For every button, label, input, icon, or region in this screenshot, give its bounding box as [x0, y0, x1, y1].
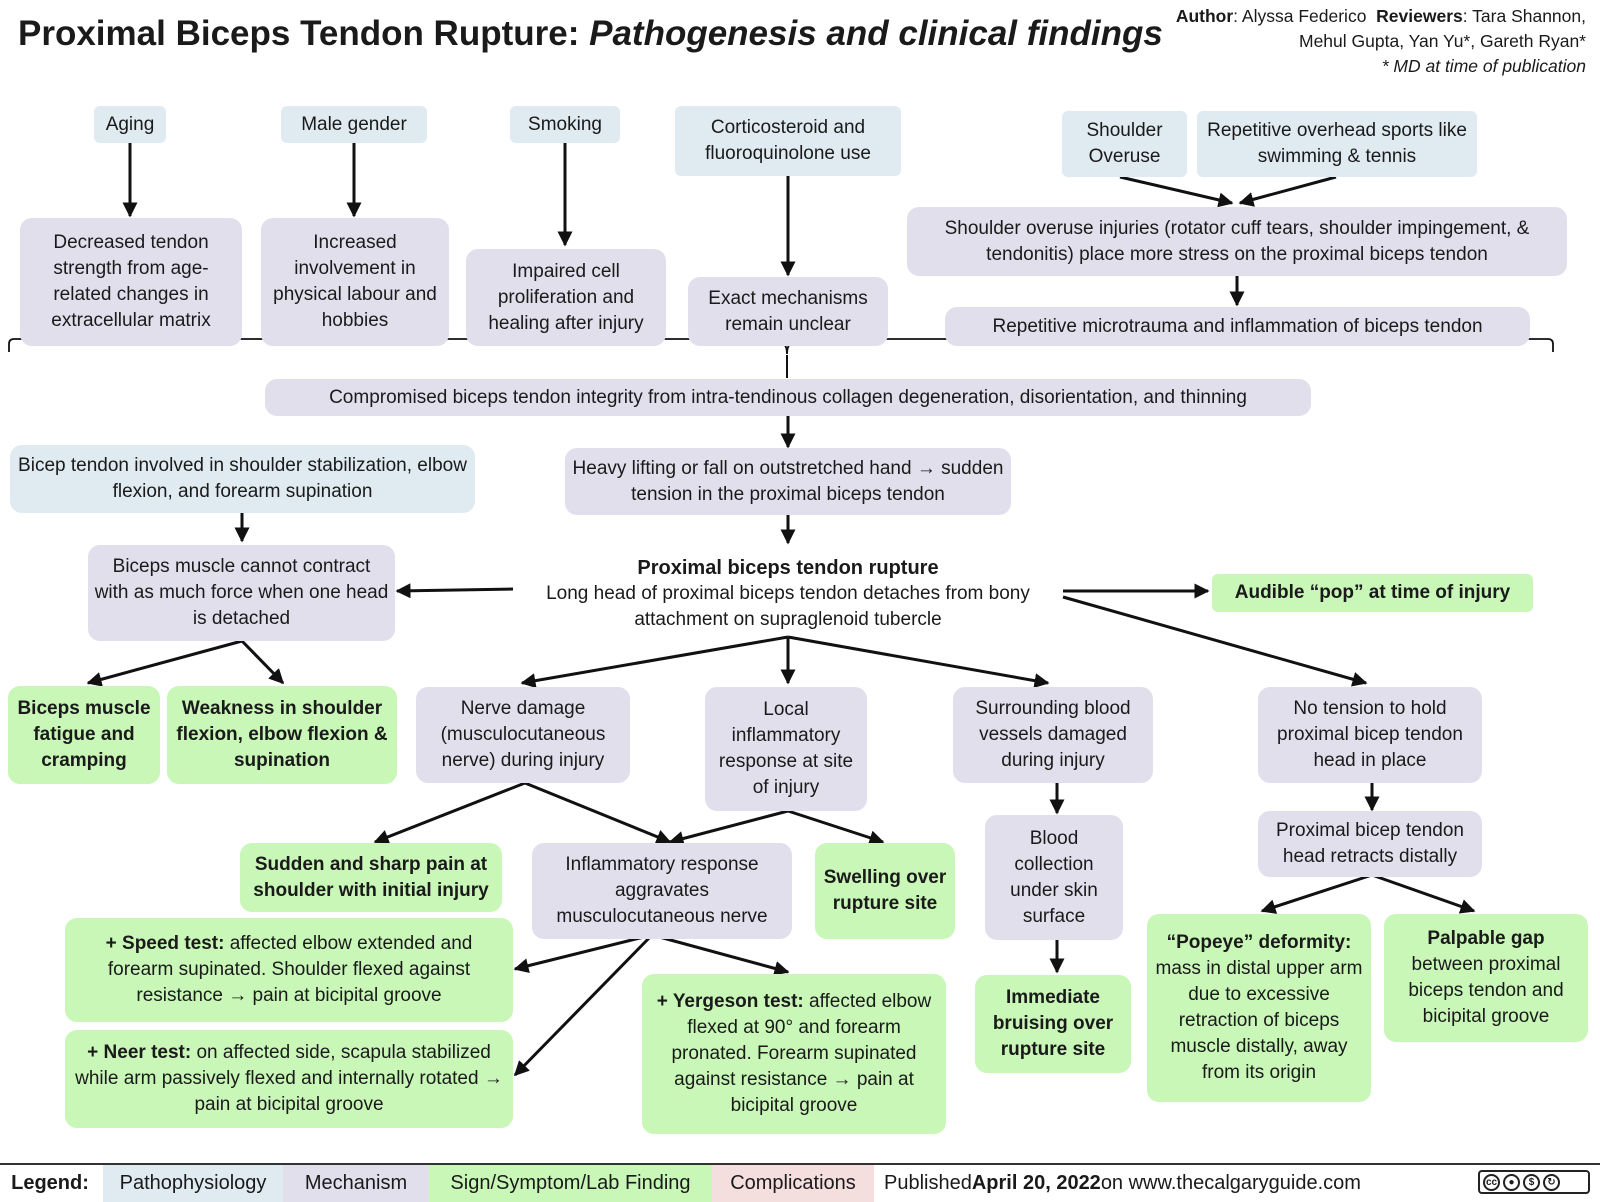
- yergeson-test-text: affected elbow flexed at 90° and forearm…: [671, 991, 932, 1116]
- arrow-overuse: [1119, 175, 1234, 208]
- audible-pop-box: Audible “pop” at time of injury: [1212, 574, 1533, 612]
- corticosteroid-box: Corticosteroid and fluoroquinolone use: [675, 106, 901, 176]
- yergeson-test-box: + Yergeson test: affected elbow flexed a…: [642, 974, 946, 1134]
- legend-mechanism: Mechanism: [283, 1165, 429, 1202]
- palpable-gap-box: Palpable gap between proximal biceps ten…: [1384, 914, 1588, 1042]
- increased-involvement-box: Increased involvement in physical labour…: [261, 218, 449, 346]
- overhead-sports-box: Repetitive overhead sports like swimming…: [1197, 111, 1477, 177]
- credits: Author: Alyssa Federico Reviewers: Tara …: [1176, 4, 1586, 79]
- no-tension-box: No tension to hold proximal bicep tendon…: [1258, 687, 1482, 783]
- arrow-contract-weakness: [240, 639, 285, 685]
- cc-nc-icon: $: [1523, 1173, 1540, 1191]
- arrow-local-aggravates: [668, 809, 789, 846]
- local-inflammatory-box: Local inflammatory response at site of i…: [705, 687, 867, 811]
- arrow-sports: [1238, 175, 1337, 207]
- published-line: Published April 20, 2022 on www.thecalga…: [884, 1165, 1374, 1202]
- exact-mechanisms-box: Exact mechanisms remain unclear: [688, 277, 888, 346]
- overuse-injuries-box: Shoulder overuse injuries (rotator cuff …: [907, 207, 1567, 276]
- neer-test-label: + Neer test:: [87, 1042, 192, 1063]
- bicep-function-box: Bicep tendon involved in shoulder stabil…: [10, 445, 475, 513]
- bruising-box: Immediate bruising over rupture site: [975, 975, 1131, 1073]
- arrow-retracts-popeye: [1260, 873, 1373, 914]
- shoulder-overuse-box: Shoulder Overuse: [1062, 111, 1187, 177]
- legend-sign: Sign/Symptom/Lab Finding: [429, 1165, 712, 1202]
- md-note: * MD at time of publication: [1381, 56, 1586, 76]
- published-prefix: Published: [884, 1172, 972, 1194]
- speed-test-label: + Speed test:: [105, 933, 225, 954]
- arrow-nerve-aggravates: [524, 781, 672, 844]
- speed-test-text: affected elbow extended and forearm supi…: [107, 933, 473, 1006]
- microtrauma-box: Repetitive microtrauma and inflammation …: [945, 307, 1530, 346]
- male-gender-box: Male gender: [281, 106, 427, 143]
- popeye-label: “Popeye” deformity:: [1166, 932, 1352, 953]
- popeye-deformity-box: “Popeye” deformity: mass in distal upper…: [1147, 914, 1371, 1102]
- yergeson-test-label: + Yergeson test:: [656, 991, 804, 1012]
- rupture-description: Long head of proximal biceps tendon deta…: [546, 583, 1030, 630]
- creative-commons-license-icon: cc ● $ ↻: [1478, 1170, 1590, 1194]
- blood-vessels-box: Surrounding blood vessels damaged during…: [953, 687, 1153, 783]
- heavy-lifting-box: Heavy lifting or fall on outstretched ha…: [565, 448, 1011, 515]
- impaired-cell-box: Impaired cell proliferation and healing …: [466, 249, 666, 346]
- neer-test-box: + Neer test: on affected side, scapula s…: [65, 1030, 513, 1128]
- arrow-nerve-pain: [373, 781, 526, 845]
- arrow-aggravates-speed: [513, 933, 653, 974]
- cannot-contract-box: Biceps muscle cannot contract with as mu…: [88, 545, 395, 641]
- published-suffix: on www.thecalgaryguide.com: [1100, 1172, 1361, 1194]
- rupture-node: Proximal biceps tendon rupture Long head…: [513, 550, 1063, 638]
- cc-by-icon: ●: [1503, 1173, 1520, 1191]
- palpable-gap-label: Palpable gap: [1427, 928, 1545, 949]
- arrow-aggravates-yergeson: [651, 933, 790, 976]
- aging-box: Aging: [94, 106, 166, 143]
- legend-pathophysiology: Pathophysiology: [103, 1165, 283, 1202]
- author-name: : Alyssa Federico: [1233, 6, 1367, 26]
- arrow-rupture-vessels: [787, 635, 1050, 689]
- nerve-damage-box: Nerve damage (musculocutaneous nerve) du…: [416, 687, 630, 783]
- legend-label: Legend:: [11, 1172, 89, 1194]
- title-main: Proximal Biceps Tendon Rupture:: [18, 14, 580, 53]
- title-subtitle: Pathogenesis and clinical findings: [589, 14, 1163, 53]
- reviewers-label: Reviewers: [1376, 6, 1463, 26]
- legend-bar: Legend: Pathophysiology Mechanism Sign/S…: [0, 1163, 1600, 1202]
- sudden-pain-box: Sudden and sharp pain at shoulder with i…: [240, 843, 502, 912]
- compromised-integrity-box: Compromised biceps tendon integrity from…: [265, 379, 1311, 416]
- rupture-title: Proximal biceps tendon rupture: [637, 557, 939, 579]
- retracts-distally-box: Proximal bicep tendon head retracts dist…: [1258, 811, 1482, 877]
- inflammatory-aggravates-box: Inflammatory response aggravates musculo…: [532, 843, 792, 939]
- biceps-fatigue-box: Biceps muscle fatigue and cramping: [8, 686, 160, 784]
- blood-collection-box: Blood collection under skin surface: [985, 815, 1123, 940]
- arrow-local-swelling: [787, 809, 885, 845]
- neer-test-text: on affected side, scapula stabilized whi…: [75, 1042, 503, 1115]
- speed-test-box: + Speed test: affected elbow extended an…: [65, 918, 513, 1022]
- swelling-box: Swelling over rupture site: [815, 843, 955, 939]
- palpable-gap-text: between proximal biceps tendon and bicip…: [1408, 954, 1564, 1027]
- author-label: Author: [1175, 6, 1234, 26]
- legend-complications: Complications: [712, 1165, 874, 1202]
- smoking-box: Smoking: [510, 106, 620, 143]
- arrow-contract-fatigue: [86, 639, 243, 687]
- arrow-retracts-gap: [1371, 873, 1476, 914]
- cc-sa-icon: ↻: [1543, 1173, 1560, 1191]
- arrow-rupture-tension: [1062, 595, 1368, 687]
- weakness-box: Weakness in shoulder flexion, elbow flex…: [167, 686, 397, 784]
- cc-icon: cc: [1483, 1173, 1500, 1191]
- reviewers-line1: : Tara Shannon,: [1462, 6, 1586, 26]
- published-date: April 20, 2022: [971, 1172, 1101, 1194]
- page-title: Proximal Biceps Tendon Rupture: Pathogen…: [18, 14, 1163, 54]
- brace-bracket: [8, 338, 1554, 355]
- arrow-rupture-nerve: [520, 635, 789, 689]
- arrow-rupture-contract: [395, 583, 514, 599]
- popeye-text: mass in distal upper arm due to excessiv…: [1155, 958, 1363, 1083]
- reviewers-line2: Mehul Gupta, Yan Yu*, Gareth Ryan*: [1299, 31, 1586, 51]
- decreased-strength-box: Decreased tendon strength from age-relat…: [20, 218, 242, 346]
- arrow-aggravates-neer: [513, 933, 654, 1077]
